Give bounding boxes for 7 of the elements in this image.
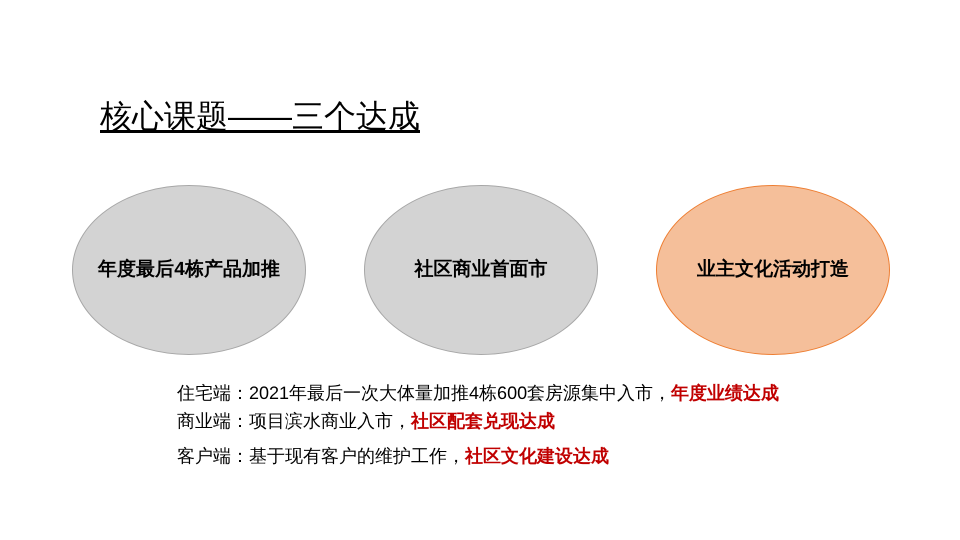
text-line: 住宅端：2021年最后一次大体量加推4栋600套房源集中入市，年度业绩达成 xyxy=(177,382,780,404)
ellipse-label: 年度最后4栋产品加推 xyxy=(96,258,281,282)
text-line: 客户端：基于现有客户的维护工作，社区文化建设达成 xyxy=(177,445,609,467)
text-line: 商业端：项目滨水商业入市，社区配套兑现达成 xyxy=(177,410,555,432)
title: 核心课题——三个达成 xyxy=(100,97,420,135)
ellipse-label: 社区商业首面市 xyxy=(413,258,548,282)
ellipse-label: 业主文化活动打造 xyxy=(696,258,850,282)
